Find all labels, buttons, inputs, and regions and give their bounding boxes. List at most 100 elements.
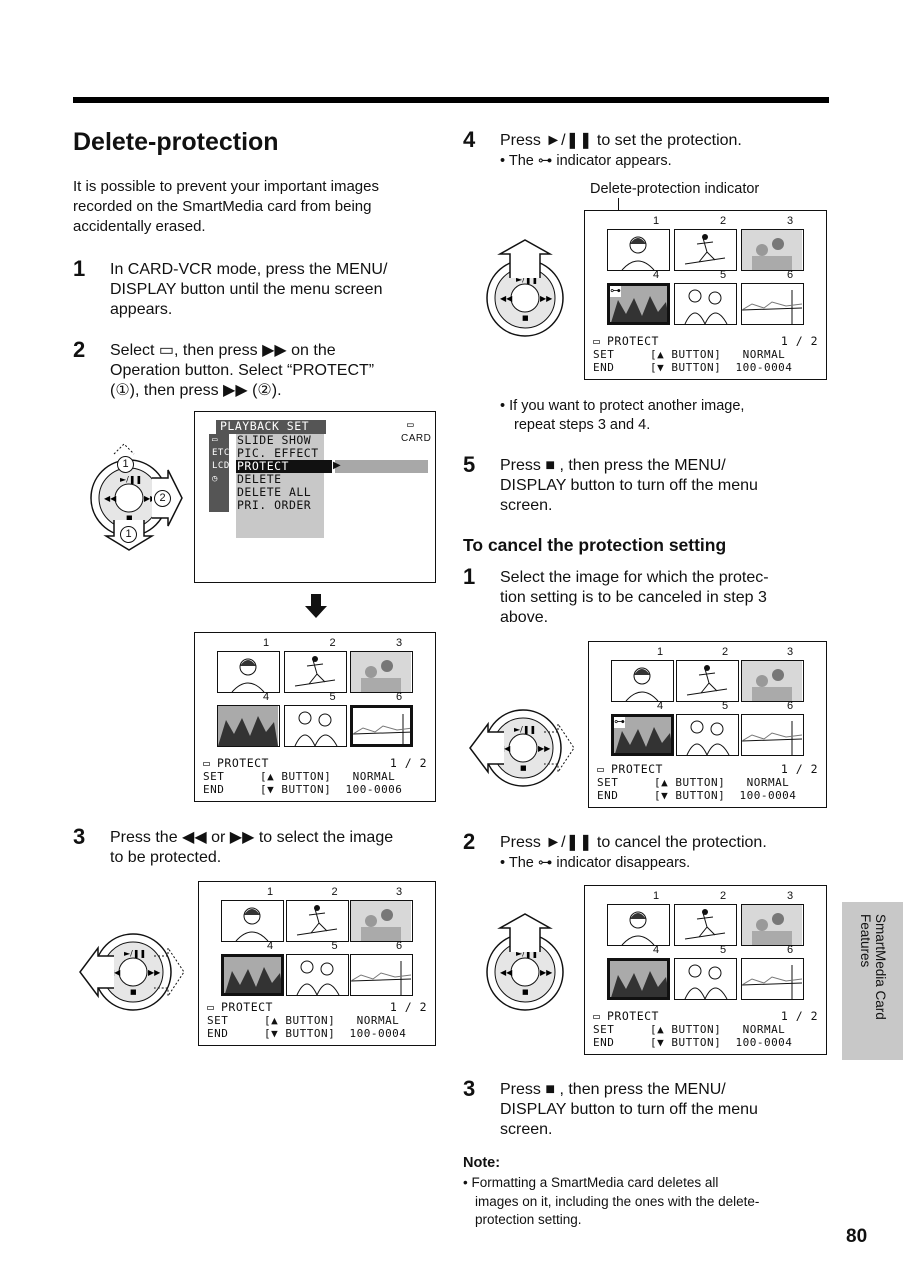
menu-item-pic-effect[interactable]: PIC. EFFECT <box>237 446 319 460</box>
thumbnail-number: 2 <box>720 890 727 902</box>
osd-protect-label: PROTECT <box>221 1000 273 1014</box>
thumbnail-image[interactable] <box>674 958 737 1000</box>
thumbnail-image[interactable] <box>283 705 347 747</box>
menu-item-delete[interactable]: DELETE <box>237 472 282 486</box>
menu-item-pri-order[interactable]: PRI. ORDER <box>237 498 312 512</box>
step-number: 5 <box>463 452 476 477</box>
thumbnail-image[interactable] <box>350 651 413 693</box>
operation-button-dial: ►/❚❚◀◀▶▶■ <box>468 688 578 803</box>
thumbnail-image[interactable] <box>607 229 670 271</box>
thumbnail-image[interactable] <box>221 900 284 942</box>
thumbnail-image[interactable] <box>741 714 804 756</box>
thumbnail-image[interactable] <box>676 660 739 702</box>
thumbnail-number: 3 <box>396 886 403 898</box>
svg-text:►/❚❚: ►/❚❚ <box>124 949 146 958</box>
thumbnail-image[interactable] <box>674 904 737 946</box>
clock-icon: ◷ <box>212 474 218 484</box>
svg-text:►/❚❚: ►/❚❚ <box>516 275 538 284</box>
osd-page-indicator: 1 / 2 <box>389 756 427 770</box>
text-line: • If you want to protect another image, <box>500 398 745 414</box>
menu-item-slide-show[interactable]: SLIDE SHOW <box>237 433 312 447</box>
menu-item-protect[interactable]: PROTECT <box>237 459 289 473</box>
cancel-step-2-bullet: • The ⊶ indicator disappears. <box>500 855 691 871</box>
circled-one-label: 1 <box>120 526 137 543</box>
osd-protect-label: PROTECT <box>611 762 663 776</box>
svg-text:■: ■ <box>130 988 137 996</box>
text-line: above. <box>500 609 549 626</box>
text-line: Press ■ , then press the MENU/ <box>500 1081 726 1098</box>
thumbnail-image[interactable] <box>741 958 804 1000</box>
thumbnail-image[interactable] <box>741 904 804 946</box>
svg-text:◀◀: ◀◀ <box>500 968 513 977</box>
svg-text:►/❚❚: ►/❚❚ <box>120 475 142 484</box>
thumbnail-number: 5 <box>329 691 336 703</box>
thumbnail-image[interactable] <box>350 954 413 996</box>
osd-protect-label: PROTECT <box>217 756 269 770</box>
text-line: repeat steps 3 and 4. <box>514 417 651 433</box>
thumbnail-image[interactable] <box>611 660 674 702</box>
thumbnail-image[interactable] <box>221 954 284 996</box>
svg-text:◀◀: ◀◀ <box>108 968 121 977</box>
text-line: tion setting is to be canceled in step 3 <box>500 589 767 606</box>
thumbnail-image[interactable] <box>674 283 737 325</box>
cancel-step-3-text: Press ■ , then press the MENU/ DISPLAY b… <box>500 1080 758 1140</box>
thumbnail-number: 1 <box>653 215 660 227</box>
section-tab: SmartMedia Card Features <box>842 902 903 1060</box>
operation-button-dial: ►/❚❚◀◀▶▶■ <box>470 912 580 1027</box>
menu-item-delete-all[interactable]: DELETE ALL <box>237 485 312 499</box>
thumbnail-image[interactable] <box>285 954 349 996</box>
note-title: Note: <box>463 1155 501 1171</box>
menu-side-icons: ▭ ETC LCD ◷ <box>212 434 230 486</box>
thumbnail-image[interactable] <box>285 900 349 942</box>
svg-text:◀◀: ◀◀ <box>500 294 513 303</box>
osd-end-row: END [▼ BUTTON] 100-0006 <box>203 783 403 796</box>
osd-page-indicator: 1 / 2 <box>780 762 818 776</box>
thumbnail-image[interactable] <box>741 660 804 702</box>
step-number: 3 <box>463 1076 476 1101</box>
operation-button-dial: ►/❚❚◀◀▶▶■ <box>78 912 188 1027</box>
osd-end-row: END [▼ BUTTON] 100-0004 <box>207 1027 407 1040</box>
thumbnail-image[interactable] <box>741 283 804 325</box>
thumbnail-image[interactable] <box>676 714 739 756</box>
osd-protect-label: PROTECT <box>607 334 659 348</box>
thumbnail-image[interactable] <box>741 229 804 271</box>
thumbnail-image[interactable] <box>350 705 413 747</box>
thumbnail-number: 2 <box>331 886 338 898</box>
thumbnail-image[interactable] <box>350 900 413 942</box>
text-line: DISPLAY button until the menu screen <box>110 281 383 298</box>
thumbnail-image[interactable] <box>611 714 674 756</box>
osd-protect-label: PROTECT <box>607 1009 659 1023</box>
card-icon: ▭ <box>597 762 605 776</box>
thumbnail-number: 3 <box>396 637 403 649</box>
circled-two-label: 2 <box>154 490 171 507</box>
page-number: 80 <box>846 1226 868 1247</box>
card-mode-icon: ▭ <box>212 435 218 445</box>
thumbnail-image[interactable] <box>607 958 670 1000</box>
svg-text:▶▶: ▶▶ <box>538 744 551 753</box>
thumbnail-image[interactable] <box>217 705 280 747</box>
page-title: Delete-protection <box>73 128 279 156</box>
down-arrow-icon <box>305 594 327 623</box>
step-number: 3 <box>73 824 86 849</box>
thumbnail-number: 5 <box>722 700 729 712</box>
svg-text:■: ■ <box>520 764 527 772</box>
svg-text:▶▶: ▶▶ <box>540 968 553 977</box>
cancel-heading: To cancel the protection setting <box>463 535 727 555</box>
osd-set-row: SET [▲ BUTTON] NORMAL <box>593 1023 786 1036</box>
svg-text:◀◀: ◀◀ <box>104 494 117 503</box>
svg-text:■: ■ <box>522 988 529 996</box>
text-line: Press ■ , then press the MENU/ <box>500 457 726 474</box>
thumbnail-number: 5 <box>331 940 338 952</box>
indicator-label: Delete-protection indicator <box>590 181 760 197</box>
thumbnail-image[interactable] <box>217 651 280 693</box>
step-number: 1 <box>463 564 476 589</box>
thumbnail-image[interactable] <box>607 904 670 946</box>
thumbnail-image[interactable] <box>283 651 347 693</box>
thumbnail-number: 1 <box>657 646 664 658</box>
osd-set-row: SET [▲ BUTTON] NORMAL <box>203 770 396 783</box>
circled-one-label: 1 <box>117 456 134 473</box>
osd-end-row: END [▼ BUTTON] 100-0004 <box>597 789 797 802</box>
thumbnail-image[interactable] <box>674 229 737 271</box>
